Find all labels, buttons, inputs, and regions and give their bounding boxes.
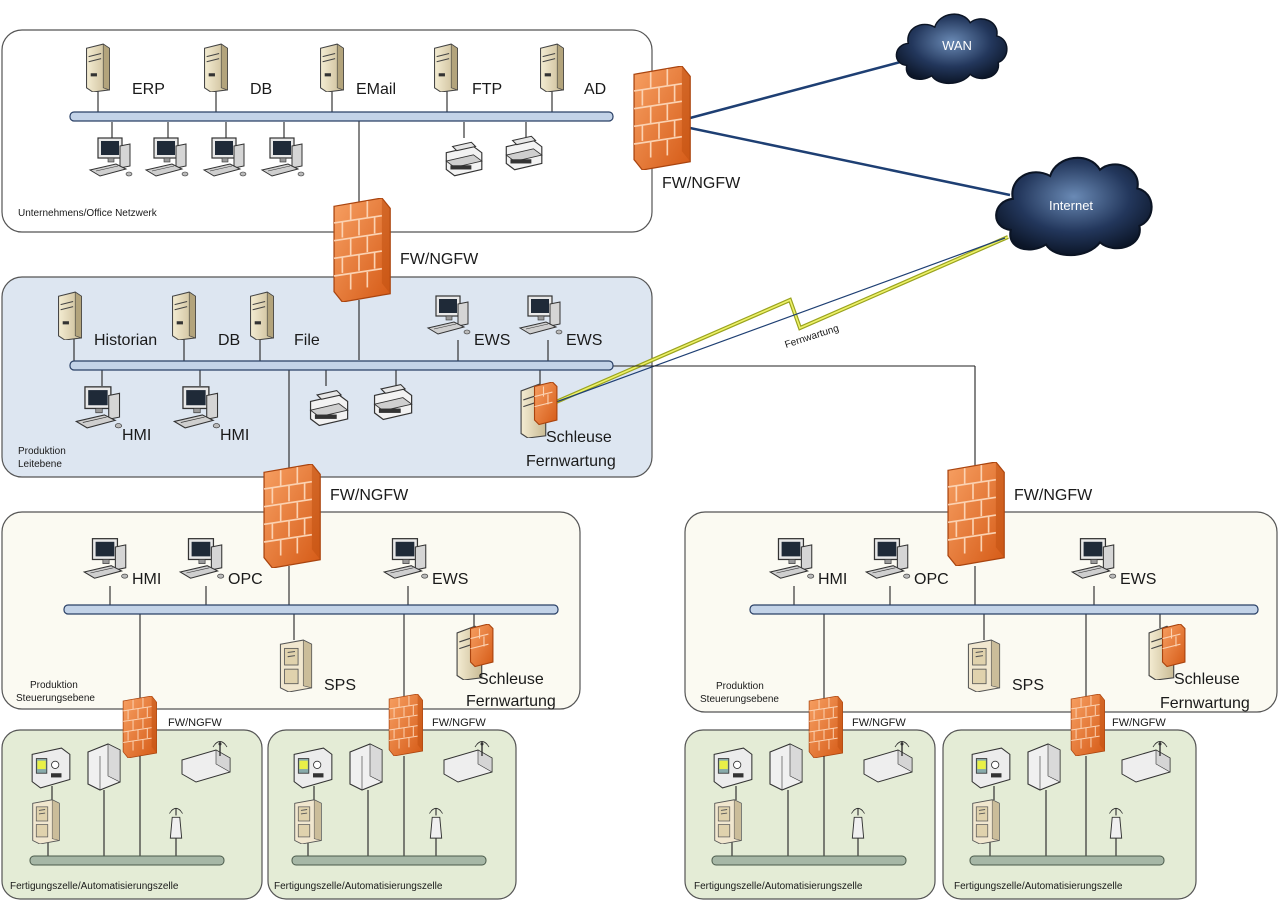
db-server-icon xyxy=(172,291,196,340)
file-server-icon xyxy=(250,291,274,340)
control-level-firewall-label-right: FW/NGFW xyxy=(1014,487,1093,504)
control-level-firewall-icon-right xyxy=(947,462,1006,566)
cell-firewall-icon xyxy=(122,696,158,758)
office-production-firewall-icon xyxy=(333,198,392,302)
hmi-label: HMI xyxy=(132,571,161,588)
steuer-zone-label-line1: Produktion xyxy=(716,681,764,692)
server-label-db: DB xyxy=(218,332,240,349)
cell-firewall-icon xyxy=(808,696,844,758)
perimeter-firewall-icon xyxy=(633,66,692,170)
office-bus xyxy=(69,111,614,122)
ews-label: EWS xyxy=(474,332,510,349)
wan-label: WAN xyxy=(942,38,972,53)
cell-firewall-label: FW/NGFW xyxy=(168,717,222,729)
control-level-firewall-icon xyxy=(263,464,322,568)
io-module-icon xyxy=(1027,743,1061,791)
gateway-label-line2: Fernwartung xyxy=(466,693,556,710)
ad-server-icon xyxy=(540,43,564,92)
server-label-ftp: FTP xyxy=(472,81,502,98)
leit-zone-label-line1: Produktion xyxy=(18,446,66,457)
email-server-icon xyxy=(320,43,344,92)
gateway-label-line1: Schleuse xyxy=(546,429,612,446)
production-control-bus xyxy=(69,360,614,371)
perimeter-firewall-label: FW/NGFW xyxy=(662,175,741,192)
io-module-icon xyxy=(87,743,121,791)
wan-link xyxy=(689,58,909,120)
cell-zone-label: Fertigungszelle/Automatisierungszelle xyxy=(954,881,1123,892)
hmi-label: HMI xyxy=(220,427,249,444)
internet-label: Internet xyxy=(1049,198,1093,213)
server-label-historian: Historian xyxy=(94,332,157,349)
plc-icon xyxy=(714,799,742,844)
server-label-erp: ERP xyxy=(132,81,165,98)
plc-icon xyxy=(972,799,1000,844)
server-label-file: File xyxy=(294,332,320,349)
cell-firewall-label: FW/NGFW xyxy=(852,717,906,729)
cell-firewall-icon xyxy=(388,694,424,756)
cell-zone-label: Fertigungszelle/Automatisierungszelle xyxy=(10,881,179,892)
leit-zone-label-line2: Leitebene xyxy=(18,459,62,470)
gateway-label-line2: Fernwartung xyxy=(526,453,616,470)
opc-label: OPC xyxy=(914,571,949,588)
cell-bus xyxy=(711,855,907,866)
server-label-ad: AD xyxy=(584,81,606,98)
server-label-db: DB xyxy=(250,81,272,98)
io-module-icon xyxy=(769,743,803,791)
production-control-zone xyxy=(1,276,653,478)
cell-firewall-label: FW/NGFW xyxy=(1112,717,1166,729)
internet-link xyxy=(689,126,1011,197)
steuer-zone-label-line2: Steuerungsebene xyxy=(700,694,779,705)
cell-zone-label: Fertigungszelle/Automatisierungszelle xyxy=(694,881,863,892)
cell-zone-label: Fertigungszelle/Automatisierungszelle xyxy=(274,881,443,892)
gateway-label-line1: Schleuse xyxy=(478,671,544,688)
steuer-zone-label-line1: Produktion xyxy=(30,680,78,691)
office-zone-label: Unternehmens/Office Netzwerk xyxy=(18,208,158,219)
office-production-firewall-label: FW/NGFW xyxy=(400,251,479,268)
sps-label: SPS xyxy=(324,677,356,694)
ftp-server-icon xyxy=(434,43,458,92)
plc-icon xyxy=(279,639,313,692)
sps-label: SPS xyxy=(1012,677,1044,694)
opc-label: OPC xyxy=(228,571,263,588)
ews-label: EWS xyxy=(566,332,602,349)
ews-label: EWS xyxy=(1120,571,1156,588)
cell-bus xyxy=(291,855,487,866)
cell-firewall-label: FW/NGFW xyxy=(432,717,486,729)
hmi-label: HMI xyxy=(818,571,847,588)
io-module-icon xyxy=(349,743,383,791)
cell-bus xyxy=(969,855,1165,866)
control-bus-right xyxy=(749,604,1259,615)
control-level-firewall-label: FW/NGFW xyxy=(330,487,409,504)
ews-label: EWS xyxy=(432,571,468,588)
server-label-email: EMail xyxy=(356,81,396,98)
cell-bus xyxy=(29,855,225,866)
cell-firewall-icon xyxy=(1070,694,1106,756)
historian-server-icon xyxy=(58,291,82,340)
gateway-label-line2: Fernwartung xyxy=(1160,695,1250,712)
remote-link-label: Fernwartung xyxy=(784,323,841,351)
db-server-icon xyxy=(204,43,228,92)
plc-icon xyxy=(294,799,322,844)
hmi-label: HMI xyxy=(122,427,151,444)
steuer-zone-label-line2: Steuerungsebene xyxy=(16,693,95,704)
erp-server-icon xyxy=(86,43,110,92)
plc-icon xyxy=(967,639,1001,692)
plc-icon xyxy=(32,799,60,844)
gateway-label-line1: Schleuse xyxy=(1174,671,1240,688)
control-bus-left xyxy=(63,604,559,615)
